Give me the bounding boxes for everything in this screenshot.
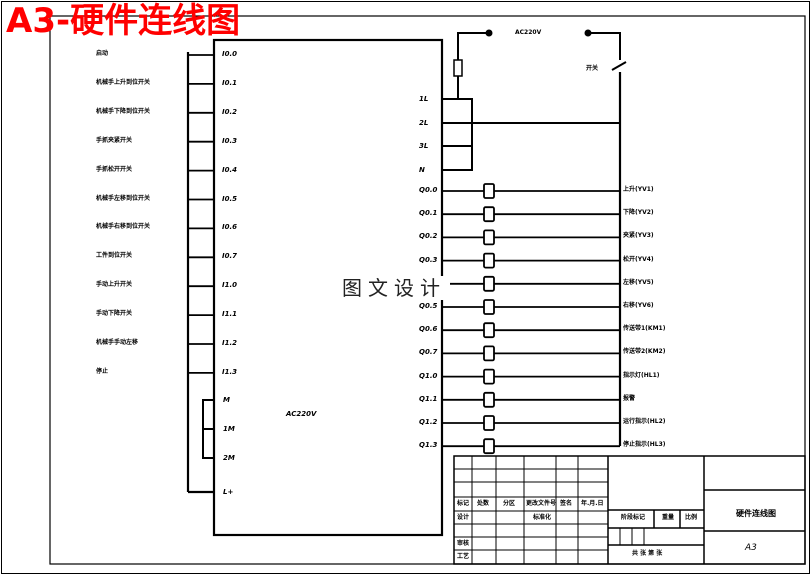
tb-process: 工艺 [457, 553, 470, 560]
output-coil [483, 438, 495, 455]
input-pin: I0.4 [222, 165, 238, 174]
switch-label: 开关 [586, 65, 599, 72]
input-label: 机械手上升到位开关 [96, 78, 151, 86]
pin-1l: 1L [419, 95, 429, 103]
output-coil [483, 368, 495, 385]
input-label: 机械手左移到位开关 [96, 194, 151, 202]
input-label: 机械手下降到位开关 [96, 107, 151, 115]
terminal-left [485, 29, 493, 37]
output-coil [483, 415, 495, 431]
output-label: 上升(YV1) [623, 186, 654, 193]
output-pin: Q0.1 [419, 209, 438, 218]
output-label: 指示灯(HL1) [623, 371, 660, 379]
title-block [453, 455, 806, 565]
output-pin: Q0.7 [419, 348, 438, 357]
power-to-l [442, 76, 459, 100]
watermark: 图文设计 [338, 276, 450, 300]
output-coil [483, 275, 495, 292]
output-pin: Q1.1 [419, 394, 438, 403]
input-pin: I0.5 [222, 194, 238, 203]
output-pin: Q0.5 [419, 302, 438, 310]
switch-blade [611, 61, 627, 71]
output-pin: Q1.3 [419, 441, 438, 450]
output-pin: Q0.2 [419, 232, 438, 241]
output-coil [483, 322, 495, 339]
tb-header-date: 年.月.日 [581, 500, 604, 507]
output-pin: Q0.0 [419, 186, 438, 194]
input-pin: I0.6 [222, 223, 238, 232]
output-label: 松开(YV4) [623, 255, 654, 263]
input-label: 停止 [96, 367, 109, 375]
output-label: 传送带1(KM1) [623, 325, 666, 333]
output-label: 报警 [623, 394, 636, 402]
input-pin: I1.3 [222, 367, 238, 376]
input-pin: I0.3 [222, 136, 238, 145]
tb-drawing-name: 硬件连线图 [736, 509, 776, 518]
output-pin: Q1.0 [419, 371, 438, 380]
output-coil [483, 345, 495, 362]
tb-drawing-code: A3 [745, 543, 757, 553]
pin-2l: 2L [419, 119, 429, 127]
input-pin: I0.1 [222, 78, 238, 87]
input-pin: I1.0 [222, 281, 238, 290]
l-bracket [442, 98, 473, 171]
page-title: A3-硬件连线图 [6, 1, 241, 41]
tb-design: 设计 [457, 514, 470, 521]
output-label: 传送带2(KM2) [623, 348, 666, 356]
output-coil [483, 183, 495, 199]
output-coil [483, 206, 495, 223]
input-label: 手动下降开关 [96, 310, 133, 318]
fuse [453, 59, 463, 77]
pin-2m: 2M [223, 454, 235, 462]
output-pin: Q0.3 [419, 255, 438, 264]
tb-header-sign: 签名 [560, 500, 573, 507]
tb-scale: 比例 [685, 514, 698, 521]
pin-m: M [223, 396, 230, 404]
input-label: 工件到位开关 [96, 252, 133, 260]
tb-standard: 标准化 [533, 514, 552, 521]
input-pin: I1.1 [222, 310, 238, 319]
output-coil [483, 391, 495, 408]
tb-weight: 重量 [662, 514, 675, 521]
input-pin: I0.2 [222, 107, 238, 116]
output-label: 夹紧(YV3) [623, 232, 654, 240]
inner-border [49, 15, 806, 565]
pin-1m: 1M [223, 425, 235, 433]
output-coil [483, 252, 495, 269]
tb-stage: 阶段标记 [621, 514, 646, 521]
pin-n: N [419, 166, 425, 174]
output-pin: Q0.6 [419, 325, 438, 334]
input-label: 启动 [96, 50, 109, 57]
input-label: 机械手右移到位开关 [96, 223, 151, 231]
ac220v-label: AC220V [515, 29, 542, 36]
tb-header-zone: 分区 [503, 500, 516, 507]
pin-lplus: L+ [223, 488, 234, 496]
output-label: 运行指示(HL2) [623, 418, 666, 425]
output-coil [483, 229, 495, 246]
input-label: 手抓夹紧开关 [96, 136, 133, 144]
switch-wire [588, 32, 621, 60]
input-label: 机械手手动左移 [96, 339, 139, 346]
plc-center-label: AC220V [286, 410, 317, 418]
output-coil [483, 299, 495, 315]
tb-header-change: 更改文件号 [526, 500, 557, 507]
output-label: 左移(YV5) [623, 278, 654, 286]
input-pin: I0.7 [222, 252, 238, 261]
input-pin: I0.0 [222, 50, 238, 58]
tb-sheets: 共 张 第 张 [632, 550, 663, 557]
input-pin: I1.2 [222, 339, 238, 347]
output-label: 停止指示(HL3) [623, 441, 666, 449]
pin-3l: 3L [419, 142, 429, 150]
output-label: 右移(YV6) [623, 302, 654, 309]
tb-review: 审核 [457, 540, 470, 547]
output-label: 下降(YV2) [623, 209, 654, 217]
input-label: 手动上升开关 [96, 281, 133, 289]
tb-header-mark: 标记 [457, 500, 470, 507]
input-label: 手抓松开开关 [96, 165, 133, 173]
power-line-left [457, 32, 489, 60]
tb-header-count: 处数 [477, 500, 490, 507]
output-pin: Q1.2 [419, 418, 438, 426]
